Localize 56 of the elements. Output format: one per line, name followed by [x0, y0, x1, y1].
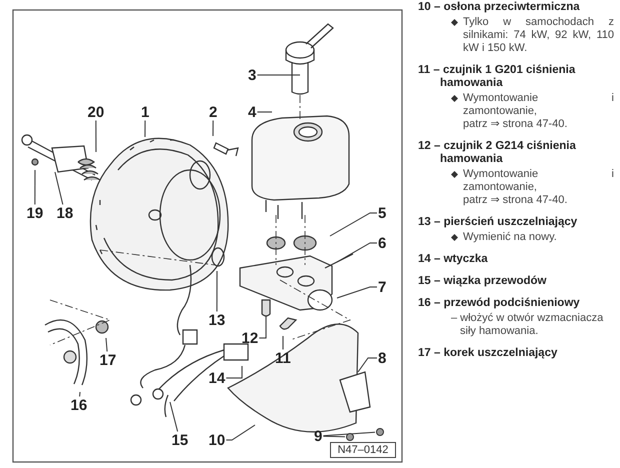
leader-line [336, 286, 378, 298]
part-heading: 13 – pierścień uszczelniający [418, 216, 578, 229]
part-heading: 17 – korek uszczelniający [418, 347, 558, 360]
callout-number: 12 [242, 330, 258, 346]
leader-line [212, 120, 214, 136]
note-text: Wymienić na nowy. [463, 231, 558, 244]
part-heading: 16 – przewód podciśnieniowy [418, 297, 581, 310]
callout-number: 13 [208, 312, 226, 328]
leader-line [322, 432, 376, 436]
callout-number: 6 [378, 236, 386, 250]
note-text: Tylko w samochodach z silnikami: 74 kW, 92 kW, 110 kW i 150 kW. [463, 16, 614, 55]
part-heading: 10 – osłona przeciwtermiczna [418, 1, 581, 14]
callout-number: 9 [314, 428, 322, 444]
leader-line [358, 358, 378, 372]
leader-line [95, 120, 96, 152]
leader-line [226, 366, 242, 378]
leader-line [322, 436, 346, 438]
note-text: patrz ⇒ strona 47-40. [463, 118, 568, 131]
callout-number: 8 [378, 350, 386, 366]
callout-number: 5 [378, 206, 386, 220]
nut [346, 433, 354, 441]
leader-line [330, 212, 378, 236]
leader-line [258, 316, 266, 338]
callout-number: 4 [248, 104, 256, 120]
callout-number: 11 [275, 350, 291, 366]
part-heading: 15 – wiązka przewodów [418, 275, 548, 288]
callout-number: 20 [88, 104, 104, 120]
leader-line [106, 338, 108, 352]
leader-line [226, 424, 256, 440]
callout-number: 15 [172, 432, 188, 448]
nut [376, 428, 384, 436]
note-text: – włożyć w otwór wzmacniacza siły hamowania. [451, 312, 604, 338]
callout-number: 19 [26, 206, 44, 220]
leader-line [256, 74, 300, 76]
leader-line [216, 270, 218, 312]
leader-line [144, 120, 146, 138]
part-heading: 11 – czujnik 1 G201 ciśnienia hamowania [418, 64, 576, 90]
leader-line [34, 170, 36, 205]
leader-line [79, 392, 80, 397]
callout-number: 14 [208, 370, 226, 386]
callout-number: 18 [56, 206, 74, 220]
callout-number: 17 [100, 352, 116, 368]
figure-number: N47–0142 [330, 442, 396, 458]
part-heading: 14 – wtyczka [418, 253, 489, 266]
callout-number: 7 [378, 280, 386, 294]
callout-number: 10 [208, 432, 226, 448]
leader-line [170, 402, 178, 432]
callout-number: 1 [141, 104, 150, 120]
callout-number: 3 [248, 68, 256, 82]
part-heading: 12 – czujnik 2 G214 ciśnienia hamowania [418, 140, 577, 166]
callout-number: 2 [209, 104, 218, 120]
leader-line [336, 242, 378, 262]
callout-number: 16 [70, 398, 88, 412]
leader-line [282, 336, 284, 350]
note-text: patrz ⇒ strona 47-40. [463, 194, 568, 207]
leader-line [54, 172, 64, 205]
